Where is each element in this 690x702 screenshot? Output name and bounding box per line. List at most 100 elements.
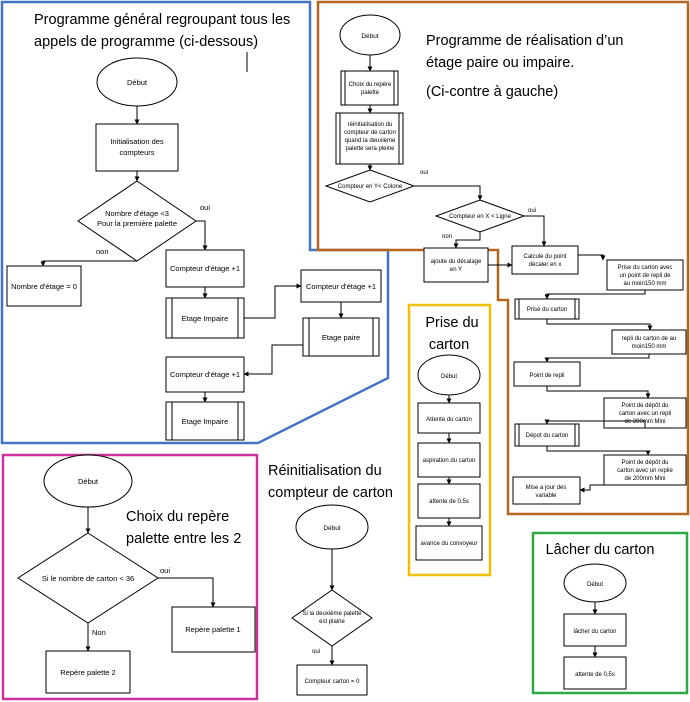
general-count1-label: Compteur d'étage +1 xyxy=(170,264,240,273)
floor-pick-label: Prise du carton xyxy=(527,307,567,313)
drop-release-label: lâcher du carton xyxy=(573,629,616,635)
floor-fallback-node xyxy=(513,361,581,387)
floor-reinit-node xyxy=(335,112,404,165)
connector xyxy=(243,344,303,377)
pick-conveyor-node xyxy=(415,525,483,561)
choice-pallet2-node xyxy=(45,650,131,694)
floor-retreat3-label-1: Point de dépôt du xyxy=(621,403,668,409)
general-count3-label: Compteur d'étage +1 xyxy=(170,370,240,379)
floor-shift-label-1: ajoute du décalage xyxy=(431,259,482,265)
floor-retreat4-node xyxy=(603,454,687,486)
general-even-node xyxy=(302,317,380,357)
floor-y-decision xyxy=(324,169,416,203)
floor-retreat2-node xyxy=(611,329,687,355)
general-decision-label-2: Pour la première palette xyxy=(97,219,177,228)
floor-calc-label-1: Calcule du point xyxy=(523,254,566,260)
pick-suction-label: aspiration du carton xyxy=(423,458,476,464)
connector xyxy=(544,354,650,363)
floor-start-label: Début xyxy=(361,33,379,40)
floor-retreat2-label-1: repli du carton de au xyxy=(622,336,677,342)
pick-wait-node xyxy=(417,402,481,434)
general-start-label: Début xyxy=(127,78,148,87)
pick-delay-label: attente de 0.5s xyxy=(429,499,469,505)
floor-y-decision-label: Compteur en Y< Colone xyxy=(338,184,403,190)
choice-pallet1-label: Repère palette 1 xyxy=(185,625,240,634)
floor-reinit-label-2: compteur de carton xyxy=(344,130,396,136)
choice-start-label: Début xyxy=(78,477,99,486)
general-title-line2: appels de programme (ci-dessous) xyxy=(34,34,258,50)
general-count1-node xyxy=(165,249,245,288)
floor-update-label-1: Mise a jour des xyxy=(526,485,567,491)
floor-retreat1-label-1: Prise du carton avec xyxy=(618,265,673,271)
choice-no-label: Non xyxy=(92,628,106,637)
floor-choice-node xyxy=(340,70,399,106)
pick-suction-node xyxy=(417,442,481,478)
floor-retreat1-label-2: un point de repli de xyxy=(619,273,671,279)
floor-choice-label-1: Choix du repère xyxy=(349,82,392,88)
drop-program-frame xyxy=(531,531,689,695)
floor-shift-node xyxy=(423,247,489,283)
floor-retreat3-label-2: carton avec un repli xyxy=(619,411,671,417)
choice-program-frame xyxy=(1,453,259,701)
floor-x-yes-label: oui xyxy=(528,208,536,214)
pick-delay-node xyxy=(417,483,481,519)
general-yes-label: oui xyxy=(200,203,210,212)
pick-program-frame xyxy=(407,303,492,577)
connector xyxy=(546,386,651,399)
floor-program-frame xyxy=(316,0,690,516)
floor-calc-label-2: décaler en x xyxy=(529,262,562,268)
connector xyxy=(544,290,646,300)
connector xyxy=(196,220,208,251)
connector xyxy=(244,283,302,319)
general-count2-label: Compteur d'étage +1 xyxy=(306,282,376,291)
drop-delay-node xyxy=(563,656,627,690)
general-odd1-node xyxy=(165,297,245,339)
pick-title-line1: Prise du xyxy=(425,315,478,331)
drop-release-node xyxy=(563,613,627,647)
floor-update-node xyxy=(512,476,581,505)
floor-retreat4-label-1: Point de dépôt du xyxy=(621,460,668,466)
drop-title: Lâcher du carton xyxy=(546,542,655,558)
general-even-label: Etage paire xyxy=(322,333,360,342)
drop-start-label: Début xyxy=(587,582,603,588)
general-init-node xyxy=(95,123,179,172)
pick-wait-label: Attente du carton xyxy=(426,417,472,423)
general-reset-label: Nombre d'étage = 0 xyxy=(11,282,77,291)
general-odd2-label: Etage Impaire xyxy=(182,417,229,426)
choice-title-line1: Choix du repère xyxy=(126,509,229,525)
choice-yes-label: oui xyxy=(160,566,170,575)
connector xyxy=(546,319,653,331)
choice-pallet1-node xyxy=(171,606,256,653)
general-title-line1: Programme général regroupant tous les xyxy=(34,12,290,28)
general-count2-node xyxy=(300,269,382,303)
choice-title-line2: palette entre les 2 xyxy=(126,531,241,547)
connector xyxy=(524,215,547,247)
floor-retreat2-label-2: moin150 mm xyxy=(632,344,667,350)
floor-x-no-label: non xyxy=(442,234,452,240)
floor-title-line2: étage paire ou impaire. xyxy=(426,55,574,71)
floor-title-line3: (Ci-contre à gauche) xyxy=(426,84,558,100)
floor-retreat1-node xyxy=(606,259,684,291)
floor-retreat4-label-2: carton avec un replie xyxy=(617,468,673,474)
connector xyxy=(578,254,606,261)
reset-title-line1: Réinitialisation du xyxy=(268,463,382,479)
reset-set-label: Compteur carton = 0 xyxy=(305,679,361,685)
general-odd1-label: Etage Impaire xyxy=(182,314,229,323)
reset-set-node xyxy=(296,664,368,696)
reset-yes-label: oui xyxy=(312,649,320,655)
choice-decision-label: Si le nombre de carton < 36 xyxy=(42,574,134,583)
floor-reinit-label-1: réinitialisation du xyxy=(348,122,393,128)
floor-fallback-label: Point de repli xyxy=(529,373,564,379)
drop-delay-label: attente de 0.5s xyxy=(575,672,615,678)
reset-decision-label-2: est plaine xyxy=(319,619,345,625)
floor-retreat1-label-3: au moin150 mm xyxy=(623,281,666,287)
floor-retreat4-label-3: de 200mm Mini xyxy=(624,476,665,482)
connector xyxy=(158,577,216,608)
pick-start-label: Début xyxy=(441,374,457,380)
floor-title-line1: Programme de réalisation d’un xyxy=(426,33,623,49)
general-init-label-2: compteurs xyxy=(119,148,154,157)
choice-pallet2-label: Repère palette 2 xyxy=(60,668,115,677)
connector xyxy=(453,232,481,249)
general-program-frame xyxy=(0,0,390,445)
